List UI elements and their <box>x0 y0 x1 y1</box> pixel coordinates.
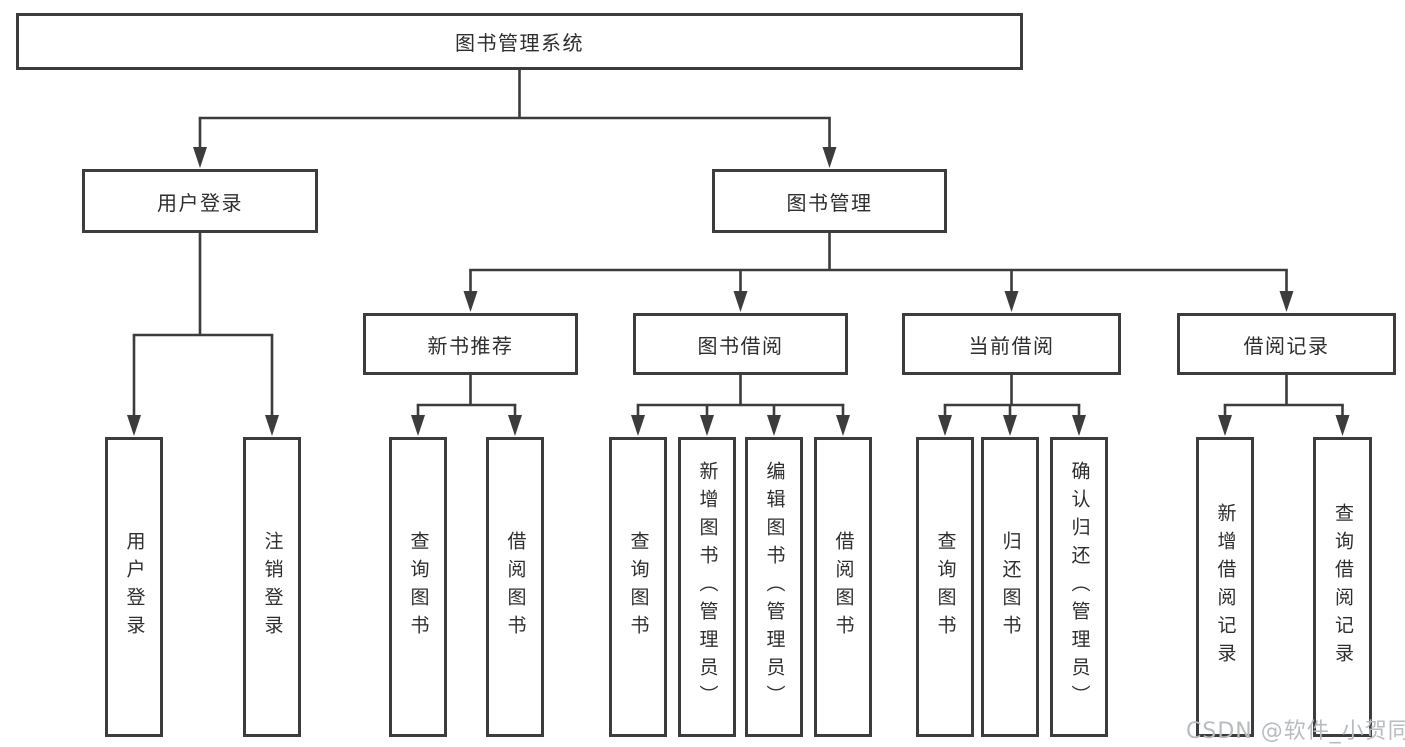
leaf-label: 查询图书 <box>407 531 430 643</box>
leaf-borrow-books-recommend: 借阅图书 <box>486 437 544 737</box>
leaf-query-books-borrow: 查询图书 <box>609 437 667 737</box>
node-current-borrowing: 当前借阅 <box>902 313 1121 375</box>
leaf-user-login: 用户登录 <box>105 437 163 737</box>
node-label: 用户登录 <box>157 190 243 215</box>
leaf-query-borrow-record: 查询借阅记录 <box>1313 437 1372 737</box>
leaf-label: 新增图书（管理员） <box>696 461 719 713</box>
leaf-label: 用户登录 <box>123 531 146 643</box>
leaf-label: 查询图书 <box>627 531 650 643</box>
node-user-login: 用户登录 <box>82 169 318 233</box>
leaf-edit-books-admin: 编辑图书（管理员） <box>745 437 803 737</box>
leaf-label: 借阅图书 <box>832 531 855 643</box>
leaf-query-books-current: 查询图书 <box>916 437 974 737</box>
leaf-borrow-books: 借阅图书 <box>814 437 872 737</box>
node-label: 图书管理 <box>786 190 873 215</box>
csdn-watermark: CSDN @软件_小贺同学 <box>1186 719 1405 744</box>
leaf-label: 查询借阅记录 <box>1332 503 1354 671</box>
leaf-return-books: 归还图书 <box>981 437 1039 737</box>
node-label: 新书推荐 <box>427 333 514 358</box>
node-book-borrowing: 图书借阅 <box>633 313 848 375</box>
leaf-label: 借阅图书 <box>504 531 527 643</box>
leaf-logout: 注销登录 <box>243 437 301 737</box>
node-label: 图书管理系统 <box>455 31 584 55</box>
node-label: 借阅记录 <box>1243 333 1330 358</box>
node-borrowing-records: 借阅记录 <box>1177 313 1396 375</box>
node-new-book-recommendation: 新书推荐 <box>363 313 578 375</box>
leaf-add-books-admin: 新增图书（管理员） <box>678 437 736 737</box>
leaf-label: 注销登录 <box>261 531 284 643</box>
node-label: 图书借阅 <box>697 333 784 358</box>
leaf-label: 确认归还（管理员） <box>1068 461 1091 713</box>
leaf-confirm-return-admin: 确认归还（管理员） <box>1050 437 1108 737</box>
node-label: 当前借阅 <box>968 333 1055 358</box>
leaf-label: 新增借阅记录 <box>1214 503 1237 671</box>
leaf-label: 编辑图书（管理员） <box>763 461 786 713</box>
leaf-label: 归还图书 <box>999 531 1022 643</box>
leaf-add-borrow-record: 新增借阅记录 <box>1196 437 1254 737</box>
node-book-management: 图书管理 <box>712 169 947 233</box>
leaf-query-books-recommend: 查询图书 <box>389 437 447 737</box>
node-library-management-system: 图书管理系统 <box>16 13 1023 70</box>
leaf-label: 查询图书 <box>934 531 957 643</box>
